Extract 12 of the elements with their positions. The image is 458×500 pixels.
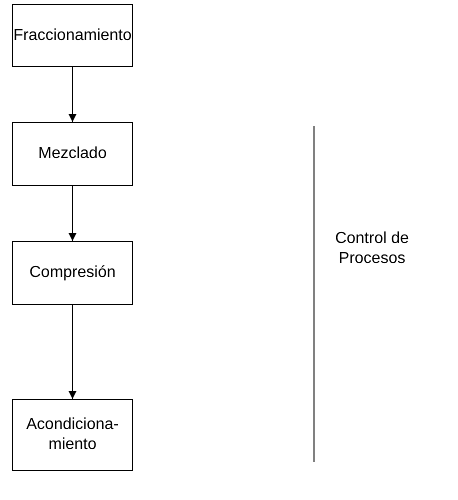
arrow — [68, 66, 76, 122]
process-box — [12, 4, 133, 67]
side-label: Control de Procesos — [334, 229, 410, 269]
arrow — [68, 186, 76, 242]
process-box — [12, 241, 133, 305]
step-label: Mezclado — [37, 144, 108, 164]
process-box — [12, 399, 133, 471]
step-label: Fraccionamiento — [12, 26, 133, 46]
step-label: Acondiciona- miento — [25, 415, 120, 455]
process-box — [12, 122, 133, 186]
step-label: Compresión — [28, 263, 117, 283]
arrow — [68, 304, 76, 400]
